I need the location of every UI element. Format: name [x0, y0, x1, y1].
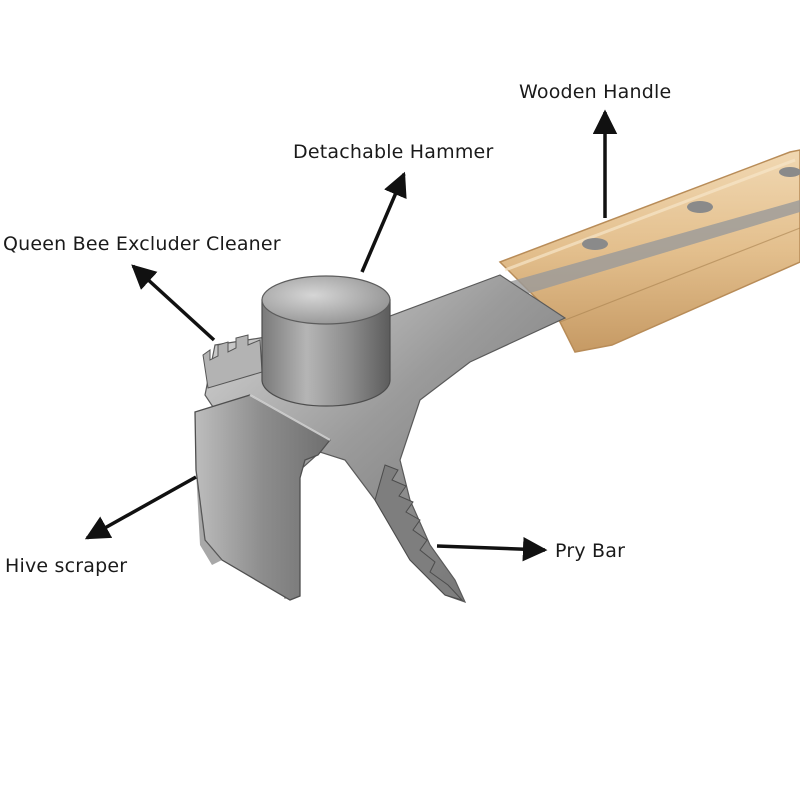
- hive-scraper: [194, 394, 331, 601]
- label-pry-bar: Pry Bar: [555, 540, 626, 562]
- arrow-icon: [84, 475, 197, 540]
- rivet-icon: [582, 238, 608, 250]
- label-hive-scraper: Hive scraper: [5, 555, 128, 577]
- label-queen-excluder-cleaner: Queen Bee Excluder Cleaner: [3, 233, 281, 255]
- label-detachable-hammer: Detachable Hammer: [293, 141, 494, 163]
- rivet-icon: [687, 201, 713, 213]
- arrow-icon: [131, 264, 216, 342]
- arrow-icon: [360, 171, 407, 273]
- excluder-cleaner-notches: [202, 334, 263, 389]
- arrow-icon: [436, 536, 548, 562]
- rivet-icon: [779, 167, 800, 177]
- pry-bar: [374, 464, 464, 601]
- label-wooden-handle: Wooden Handle: [519, 81, 672, 103]
- callout-arrows: [84, 109, 618, 562]
- detachable-hammer: [261, 275, 391, 407]
